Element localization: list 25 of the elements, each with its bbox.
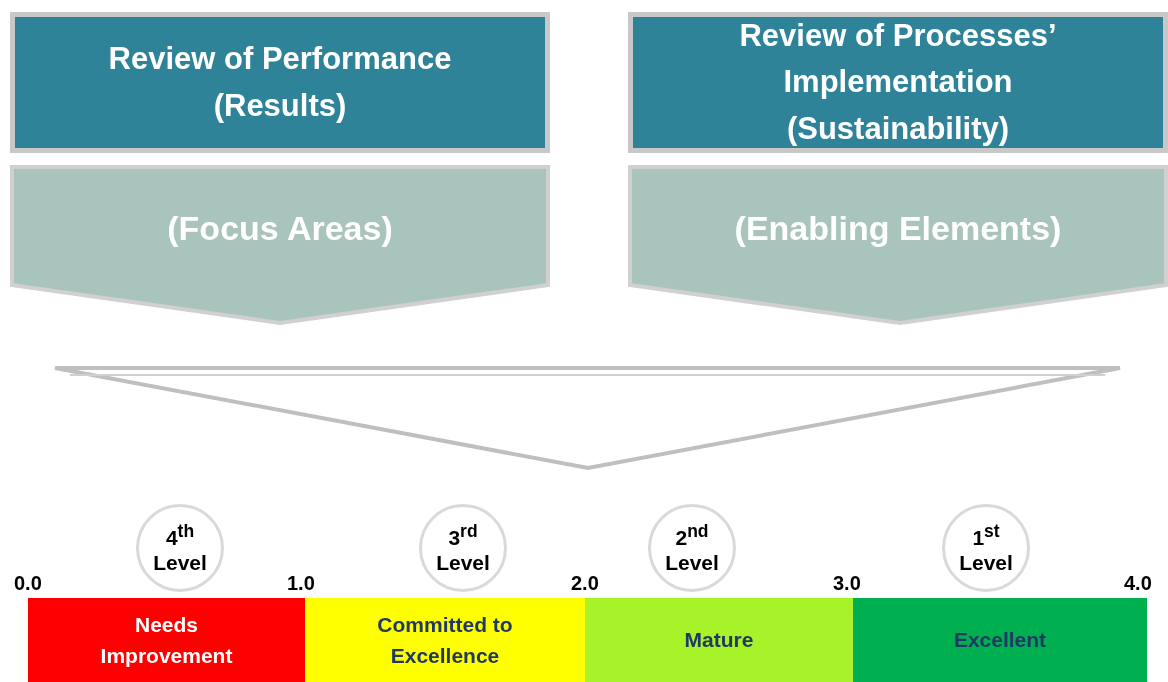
header-box xyxy=(628,12,1168,153)
level-text: 3$^{rd}$ Level xyxy=(435,521,491,575)
level-text: 1$^{st}$ Level xyxy=(958,521,1014,575)
scale-value: 4.0 xyxy=(1124,572,1152,595)
scale-value: 3.0 xyxy=(833,572,861,595)
chevron-text: (Focus Areas) xyxy=(167,208,393,248)
scale-text: Needs Improvement xyxy=(99,611,234,669)
scale-text: Excellent xyxy=(953,627,1047,654)
chevron-text: (Enabling Elements) xyxy=(734,208,1062,248)
scale-value: 0.0 xyxy=(14,572,42,595)
level-text: 2$^{nd}$ Level xyxy=(664,521,720,575)
scale-segment xyxy=(853,598,1147,682)
chevron-arrow xyxy=(10,165,550,325)
header-text: Review of Performance (Results) xyxy=(107,40,453,125)
scale-segment xyxy=(585,598,853,682)
scale-value: 1.0 xyxy=(287,572,315,595)
chevron-arrow xyxy=(628,165,1168,325)
header-text: Review of Processes’ Implementation (Sustainability) xyxy=(738,16,1058,148)
header-box xyxy=(10,12,550,153)
scale-value: 2.0 xyxy=(571,572,599,595)
scale-segment xyxy=(305,598,585,682)
level-text: 4$^{th}$ Level xyxy=(152,521,208,575)
scale-text: Committed to Excellence xyxy=(376,611,514,669)
scale-segment xyxy=(28,598,305,682)
scale-text: Mature xyxy=(684,627,754,654)
